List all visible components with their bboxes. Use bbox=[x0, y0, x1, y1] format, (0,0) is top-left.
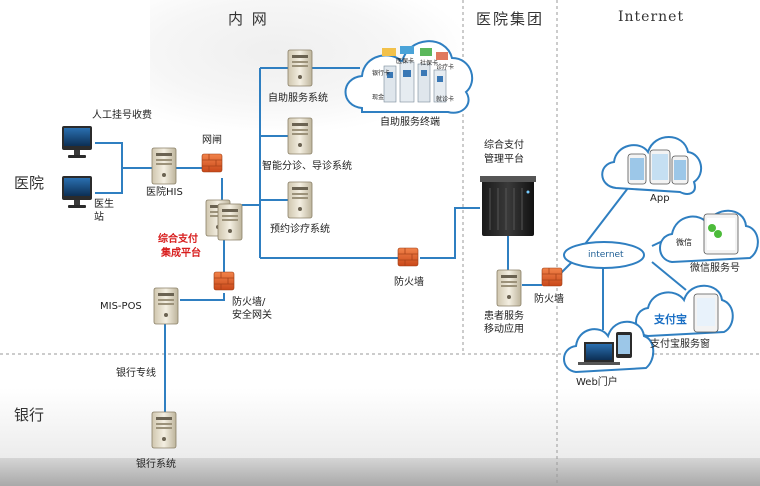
appointment-server bbox=[287, 181, 313, 219]
kiosk-card-label-6: 就诊卡 bbox=[436, 96, 455, 103]
wechat-logo-text: 微信 bbox=[676, 238, 692, 247]
payment-platform-label-2: 集成平台 bbox=[161, 248, 201, 259]
doctor-station-monitor bbox=[62, 176, 92, 208]
firewall-gateway-label-1: 防火墙/ bbox=[232, 297, 266, 308]
firewall-gateway-label-2: 安全网关 bbox=[232, 310, 272, 321]
kiosk-card-label-4: 诊疗卡 bbox=[436, 64, 455, 71]
kiosk-card-label-1: 银行卡 bbox=[372, 70, 391, 77]
alipay-phone bbox=[693, 293, 719, 333]
payment-platform-label-1: 综合支付 bbox=[158, 234, 198, 245]
web-portal-label: Web门户 bbox=[576, 377, 618, 388]
self-terminal-label: 自助服务终端 bbox=[380, 117, 440, 128]
side-bank-label: 银行 bbox=[14, 406, 45, 424]
center-firewall-label: 防火墙 bbox=[394, 277, 424, 288]
group-platform-label-1: 综合支付 bbox=[484, 140, 524, 151]
zone-internet-title: Internet bbox=[618, 9, 685, 25]
appointment-label: 预约诊疗系统 bbox=[270, 224, 330, 235]
payment-platform-servers bbox=[205, 199, 243, 241]
manual-cashier-monitor bbox=[62, 126, 92, 158]
zone-hospital-group-title: 医院集团 bbox=[476, 10, 545, 28]
mis-pos-server bbox=[153, 287, 179, 325]
zone-intranet-title: 内 网 bbox=[228, 10, 269, 28]
kiosk-devices bbox=[382, 46, 448, 103]
triage-label: 智能分诊、导诊系统 bbox=[262, 161, 352, 172]
security-gateway-firewall-icon bbox=[213, 271, 235, 291]
app-phones bbox=[627, 149, 689, 185]
gateway-firewall-icon bbox=[201, 153, 223, 173]
gateway-label: 网闸 bbox=[202, 135, 222, 146]
bank-system-server bbox=[151, 411, 177, 449]
floor-fade bbox=[0, 388, 760, 458]
doctor-station-label-1: 医生 bbox=[94, 199, 114, 210]
alipay-logo-text: 支付宝 bbox=[654, 313, 687, 326]
internet-hub-label: internet bbox=[588, 250, 624, 260]
patient-app-label-2: 移动应用 bbox=[484, 324, 524, 335]
hospital-his-label: 医院HIS bbox=[146, 187, 183, 198]
doctor-station-label-2: 站 bbox=[94, 212, 104, 223]
patient-app-server bbox=[496, 269, 522, 307]
triage-server bbox=[287, 117, 313, 155]
floor-band bbox=[0, 458, 760, 486]
patient-app-label-1: 患者服务 bbox=[484, 311, 524, 322]
group-firewall-icon bbox=[541, 267, 563, 287]
group-firewall-label: 防火墙 bbox=[534, 294, 564, 305]
wechat-label: 微信服务号 bbox=[690, 263, 740, 274]
self-service-server bbox=[287, 49, 313, 87]
center-firewall-icon bbox=[397, 247, 419, 267]
self-service-label: 自助服务系统 bbox=[268, 93, 328, 104]
internet-hub bbox=[563, 241, 645, 269]
manual-cashier-label: 人工挂号收费 bbox=[92, 110, 152, 121]
hospital-his-server bbox=[151, 147, 177, 185]
mis-pos-label: MIS-POS bbox=[100, 301, 142, 312]
kiosk-card-label-5: 现金 bbox=[372, 94, 385, 101]
kiosk-card-label-2: 医保卡 bbox=[396, 58, 415, 65]
app-label: App bbox=[650, 193, 670, 204]
group-platform-label-2: 管理平台 bbox=[484, 154, 524, 165]
wechat-phone bbox=[703, 213, 739, 255]
bank-line-label: 银行专线 bbox=[116, 368, 156, 379]
bank-system-label: 银行系统 bbox=[136, 459, 176, 470]
group-platform-rack bbox=[480, 176, 536, 236]
connection-lines bbox=[95, 67, 687, 412]
side-hospital-label: 医院 bbox=[14, 174, 45, 192]
kiosk-card-label-3: 社保卡 bbox=[420, 60, 439, 67]
alipay-label: 支付宝服务窗 bbox=[650, 339, 710, 350]
web-portal-devices bbox=[578, 332, 632, 365]
